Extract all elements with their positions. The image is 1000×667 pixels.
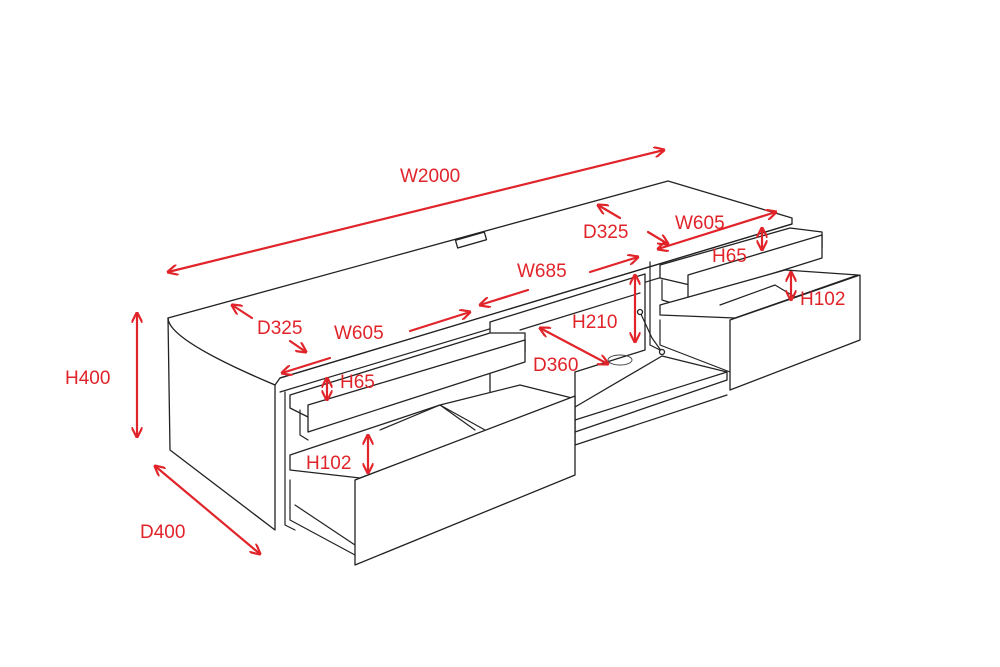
- arrow-overall-width: [168, 150, 664, 272]
- label-left-h-bottom: H102: [306, 453, 351, 474]
- left-drawers: [289, 332, 576, 566]
- arrow-left-width-b: [408, 312, 470, 333]
- label-center-width: W685: [517, 261, 567, 282]
- label-center-height: H210: [572, 312, 617, 333]
- label-overall-depth: D400: [140, 522, 185, 543]
- right-lower-drawer-front: [729, 274, 861, 391]
- left-lower-drawer-front: [354, 395, 576, 566]
- arrow-center-depth: [540, 328, 608, 364]
- label-right-depth: D325: [583, 222, 628, 243]
- left-upper-drawer-front: [307, 339, 526, 433]
- label-overall-width: W2000: [400, 166, 460, 187]
- dimension-arrows: [137, 150, 791, 554]
- arrow-right-depth-a: [598, 205, 622, 220]
- dimension-labels: W2000 H400 D400 D325 W605 H65 H102 W685 …: [65, 166, 845, 543]
- arrow-overall-depth: [155, 466, 260, 554]
- hinge-icon: [636, 308, 644, 316]
- arrow-left-depth-b: [288, 339, 306, 352]
- arrow-left-width-a: [282, 356, 332, 373]
- arrow-center-width-b: [588, 257, 638, 274]
- label-left-width: W605: [334, 323, 384, 344]
- label-left-depth: D325: [257, 318, 302, 339]
- label-left-h-top: H65: [340, 372, 375, 393]
- arrow-center-width-a: [480, 288, 530, 305]
- label-right-h-bottom: H102: [800, 289, 845, 310]
- arrow-right-width: [658, 212, 776, 249]
- label-overall-height: H400: [65, 368, 110, 389]
- label-right-h-top: H65: [712, 246, 747, 267]
- label-right-width: W605: [675, 213, 725, 234]
- right-drawers: [659, 227, 861, 391]
- label-center-depth: D360: [533, 355, 578, 376]
- arrow-left-depth-a: [232, 305, 254, 320]
